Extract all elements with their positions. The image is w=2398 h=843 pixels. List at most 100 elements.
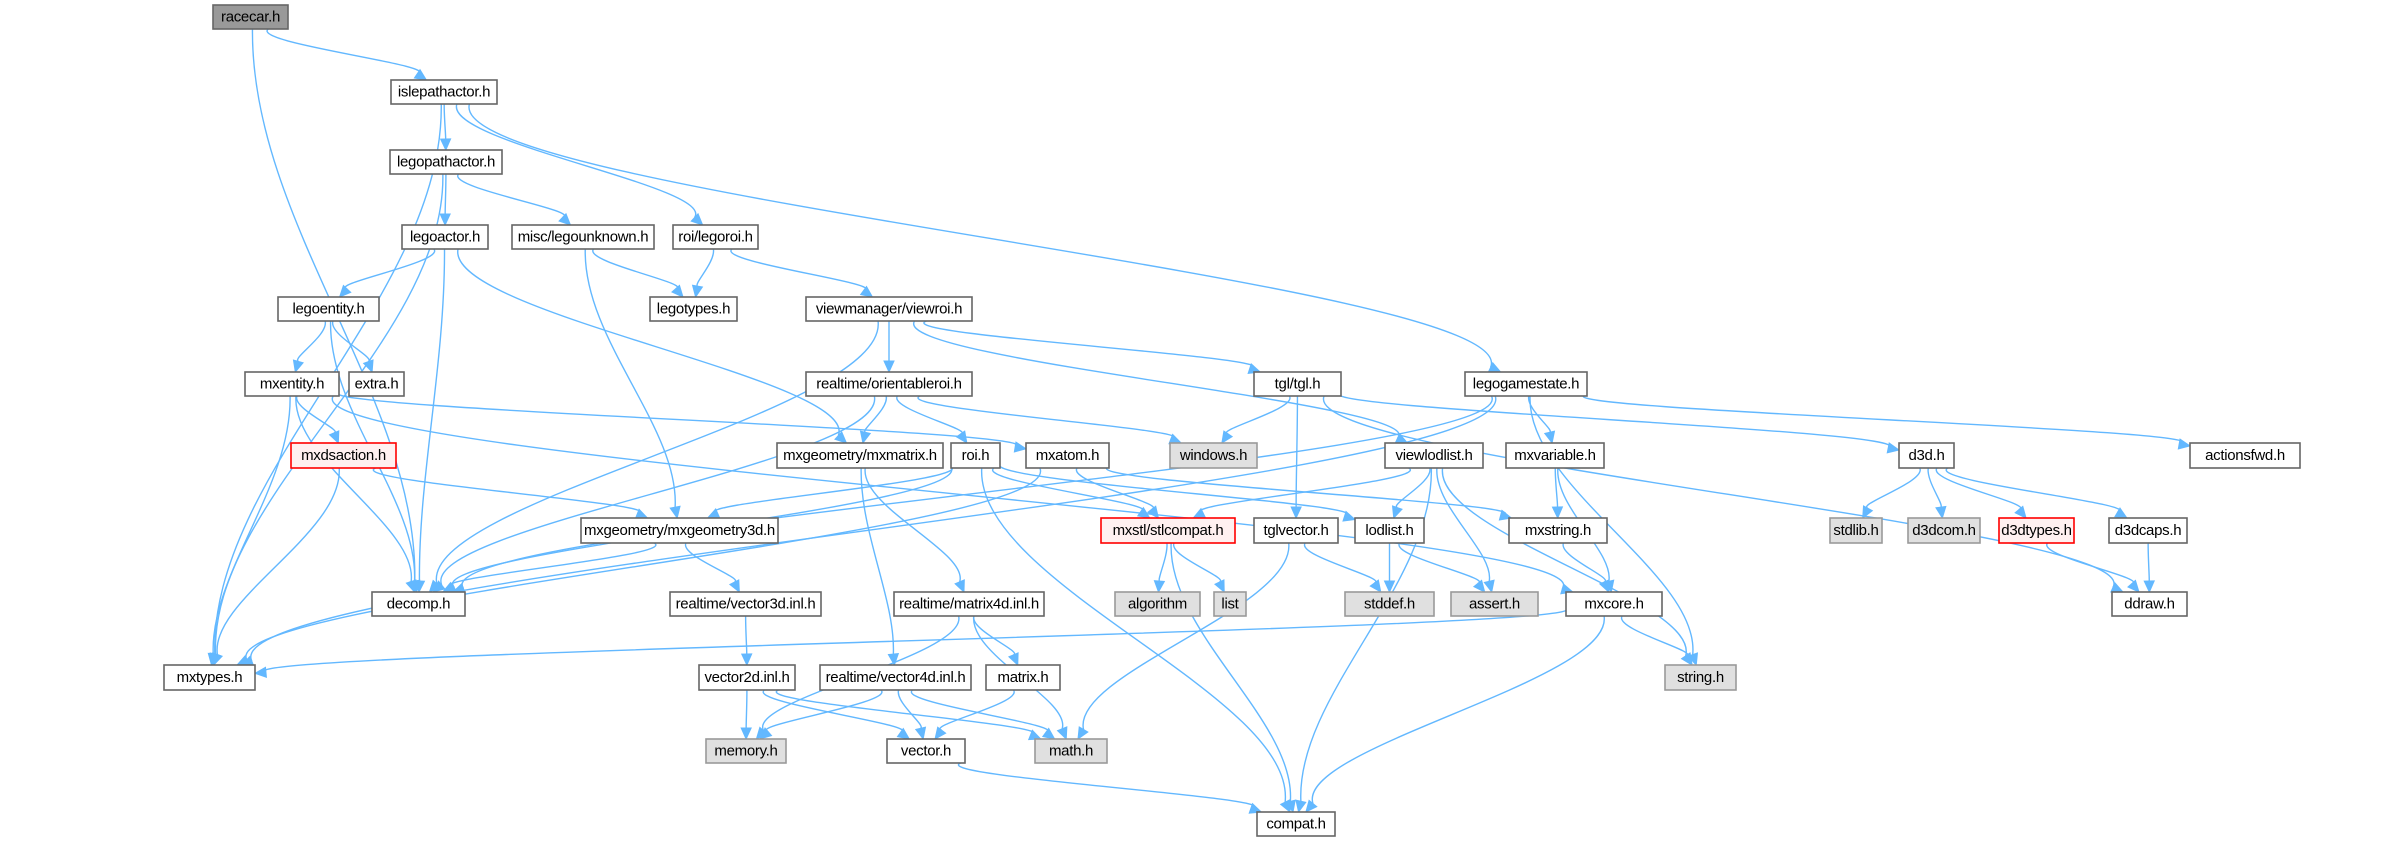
edge-line [730, 248, 867, 292]
node-legotypes[interactable]: legotypes.h [649, 296, 738, 322]
node-box [1114, 591, 1201, 617]
node-tglvector[interactable]: tglvector.h [1253, 517, 1339, 544]
node-mxvariable[interactable]: mxvariable.h [1505, 442, 1605, 469]
node-viewroi[interactable]: viewmanager/viewroi.h [805, 296, 973, 322]
edge-legoactor-to-decomp [413, 248, 446, 594]
node-list: list [1213, 591, 1247, 617]
node-vector[interactable]: vector.h [886, 738, 966, 764]
node-tgl[interactable]: tgl/tgl.h [1253, 371, 1342, 397]
edge-d3d-to-stdlib [1862, 467, 1921, 520]
node-d3d[interactable]: d3d.h [1898, 442, 1955, 469]
edge-line [1076, 467, 1155, 510]
edge-line [897, 689, 922, 729]
node-label: mxgeometry/mxmatrix.h [783, 447, 937, 464]
node-ddraw[interactable]: ddraw.h [2111, 591, 2188, 617]
node-stlcompat[interactable]: mxstl/stlcompat.h [1100, 517, 1236, 544]
edge-line [2046, 542, 2135, 585]
node-box [348, 371, 405, 397]
node-decomp[interactable]: decomp.h [371, 591, 466, 617]
node-box [163, 664, 256, 691]
node-extra[interactable]: extra.h [348, 371, 405, 397]
edge-line [1529, 395, 1694, 655]
node-legoroi[interactable]: roi/legoroi.h [672, 224, 759, 250]
arrowhead-icon [1007, 652, 1019, 667]
edge-legopathactor-to-legoactor [439, 173, 451, 227]
edge-line [1621, 615, 1689, 657]
node-mxdsaction[interactable]: mxdsaction.h [290, 442, 397, 469]
node-roi[interactable]: roi.h [950, 442, 1001, 469]
node-box [669, 591, 822, 617]
arrowhead-icon [1077, 726, 1089, 741]
node-label: mxcore.h [1584, 596, 1643, 613]
node-matrix[interactable]: matrix.h [985, 664, 1061, 691]
node-mxtypes[interactable]: mxtypes.h [163, 664, 256, 691]
node-legoactor[interactable]: legoactor.h [401, 224, 489, 250]
node-d3dtypes[interactable]: d3dtypes.h [1998, 517, 2075, 544]
node-label: list [1221, 596, 1239, 613]
edge-mxentity-to-decomp [295, 395, 417, 594]
edge-viewlodlist-to-assert [1436, 467, 1495, 594]
edge-line [440, 395, 876, 586]
node-lodlist[interactable]: lodlist.h [1354, 517, 1425, 544]
edge-line [1225, 395, 1291, 435]
node-box [244, 371, 340, 397]
node-vector2d[interactable]: vector2d.inl.h [698, 664, 796, 691]
node-mxmatrix[interactable]: mxgeometry/mxmatrix.h [776, 442, 944, 469]
node-matrix4d[interactable]: realtime/matrix4d.inl.h [893, 591, 1045, 617]
node-mxcore[interactable]: mxcore.h [1565, 591, 1663, 617]
arrowhead-icon [1862, 505, 1874, 520]
arrowhead-icon [955, 430, 968, 444]
edge-line [436, 320, 879, 585]
node-mxatom[interactable]: mxatom.h [1025, 442, 1110, 469]
node-islepathactor[interactable]: islepathactor.h [390, 79, 498, 105]
node-legopathactor[interactable]: legopathactor.h [389, 149, 503, 175]
node-legounknown[interactable]: misc/legounknown.h [511, 224, 655, 250]
node-racecar[interactable]: racecar.h [212, 4, 289, 30]
node-actionsfwd[interactable]: actionsfwd.h [2189, 442, 2301, 469]
node-legogamestate[interactable]: legogamestate.h [1464, 371, 1588, 397]
arrowhead-icon [1598, 579, 1610, 594]
node-box [290, 442, 397, 469]
node-viewlodlist[interactable]: viewlodlist.h [1384, 442, 1484, 469]
edge-orientableroi-to-decomp [432, 395, 876, 593]
edge-viewroi-to-tgl [923, 320, 1262, 374]
node-string: string.h [1664, 664, 1737, 691]
edge-line [443, 103, 447, 140]
arrowhead-icon [1483, 579, 1495, 594]
node-vector4d[interactable]: realtime/vector4d.inl.h [819, 664, 972, 691]
edge-legoactor-to-mxmatrix [457, 248, 848, 444]
edge-line [1105, 465, 1506, 516]
edge-line [457, 248, 840, 436]
arrowhead-icon [728, 579, 740, 594]
edge-line [468, 103, 1492, 368]
arrowhead-icon [439, 213, 451, 227]
edge-matrix4d-to-matrix [973, 615, 1019, 667]
arrowhead-icon [914, 726, 927, 741]
arrowhead-icon [1056, 726, 1068, 741]
edge-line [344, 248, 436, 290]
arrowhead-icon [2110, 582, 2125, 593]
edge-line [1441, 467, 1687, 657]
edge-legounknown-to-mxgeometry3d [584, 248, 681, 520]
arrowhead-icon [1886, 442, 1901, 454]
node-box [1450, 591, 1539, 617]
node-box [511, 224, 655, 250]
edge-viewroi-to-orientableroi [883, 321, 895, 374]
arrowhead-icon [1248, 802, 1263, 814]
node-mxentity[interactable]: mxentity.h [244, 371, 340, 397]
node-compat[interactable]: compat.h [1256, 811, 1336, 837]
edge-d3d-to-d3dcaps [1945, 467, 2128, 519]
node-legoentity[interactable]: legoentity.h [277, 296, 380, 322]
node-label: legoentity.h [292, 301, 364, 318]
node-label: matrix.h [998, 669, 1049, 686]
node-label: realtime/matrix4d.inl.h [899, 596, 1039, 613]
edge-line [860, 467, 895, 655]
edge-mxentity-to-mxatom [336, 390, 1028, 453]
node-mxgeometry3d[interactable]: mxgeometry/mxgeometry3d.h [580, 517, 779, 544]
node-mxstring[interactable]: mxstring.h [1508, 517, 1608, 544]
node-orientableroi[interactable]: realtime/orientableroi.h [805, 371, 973, 397]
node-d3dcaps[interactable]: d3dcaps.h [2108, 517, 2188, 544]
node-box [950, 442, 1001, 469]
node-vector3d[interactable]: realtime/vector3d.inl.h [669, 591, 822, 617]
